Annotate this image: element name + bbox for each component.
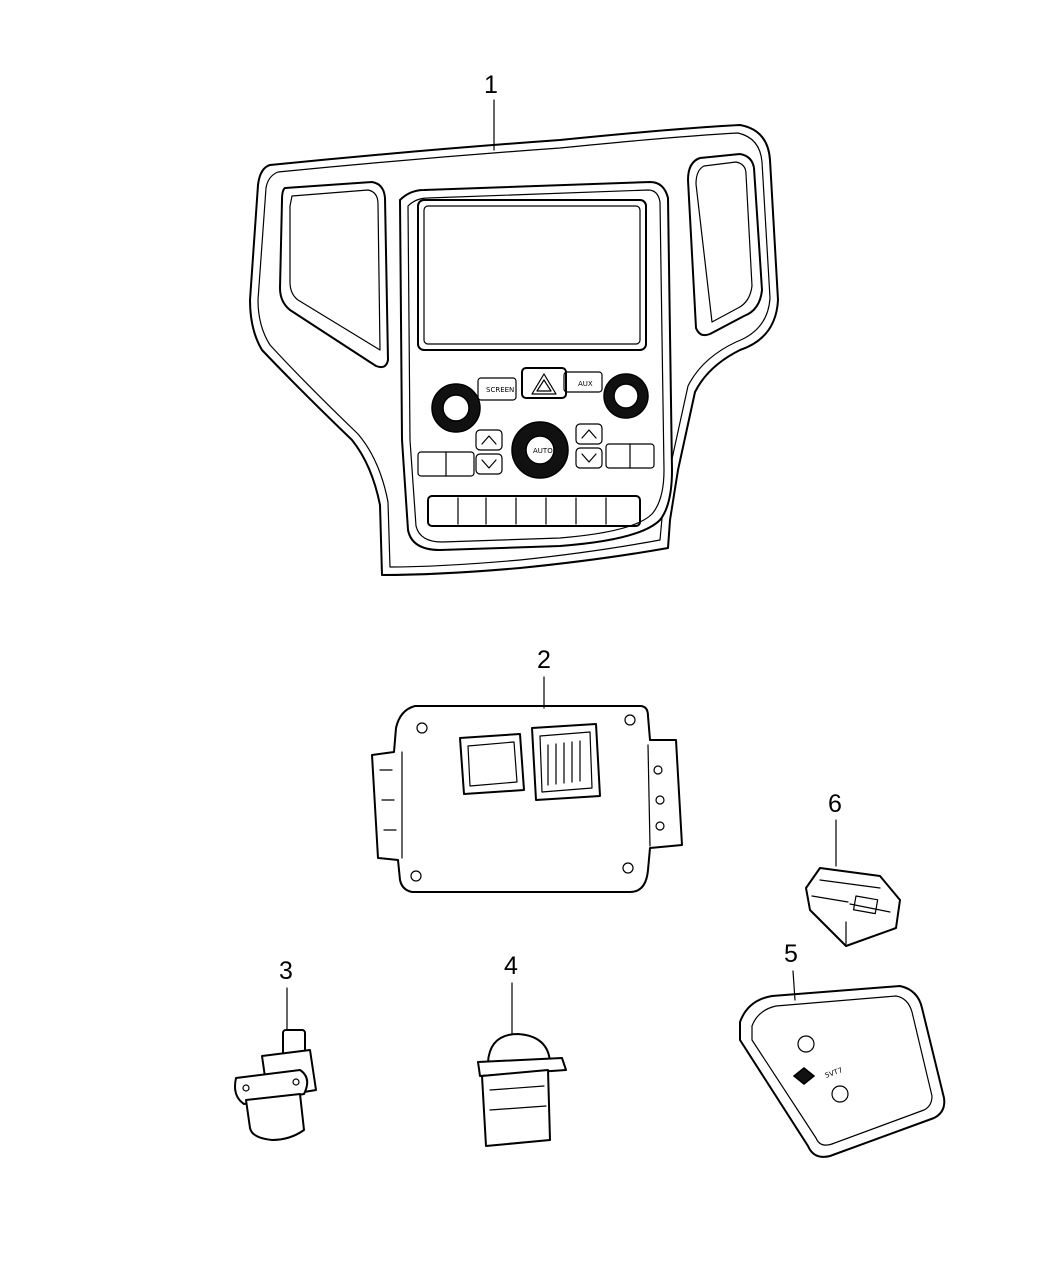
- callout-5: 5: [784, 940, 798, 968]
- callout-4: 4: [504, 952, 518, 980]
- callout-2: 2: [537, 646, 551, 674]
- brand-logo: [792, 1067, 816, 1085]
- svg-text:SCREEN: SCREEN: [486, 386, 514, 394]
- svg-text:AUX: AUX: [578, 380, 593, 388]
- part-1-bezel: 1 SCREEN AUX AUTO: [249, 71, 779, 576]
- connector-left: [459, 733, 525, 795]
- part-3-sensor: 3: [234, 957, 317, 1141]
- part-4-dome-sensor: 4: [477, 952, 567, 1147]
- bottom-button-strip: [427, 495, 641, 527]
- hazard-button: [521, 367, 567, 399]
- svg-text:AUTO: AUTO: [533, 447, 553, 455]
- svg-text:5VT7: 5VT7: [824, 1066, 844, 1080]
- callout-3: 3: [279, 957, 293, 985]
- part-6-switch: 6: [805, 790, 901, 947]
- screen: [417, 199, 647, 351]
- part-2-module: 2: [371, 646, 683, 893]
- connector-right: [531, 723, 601, 801]
- callout-1: 1: [484, 71, 498, 99]
- part-5-bracket: 5 5VT7: [739, 940, 946, 1158]
- callout-6: 6: [828, 790, 842, 818]
